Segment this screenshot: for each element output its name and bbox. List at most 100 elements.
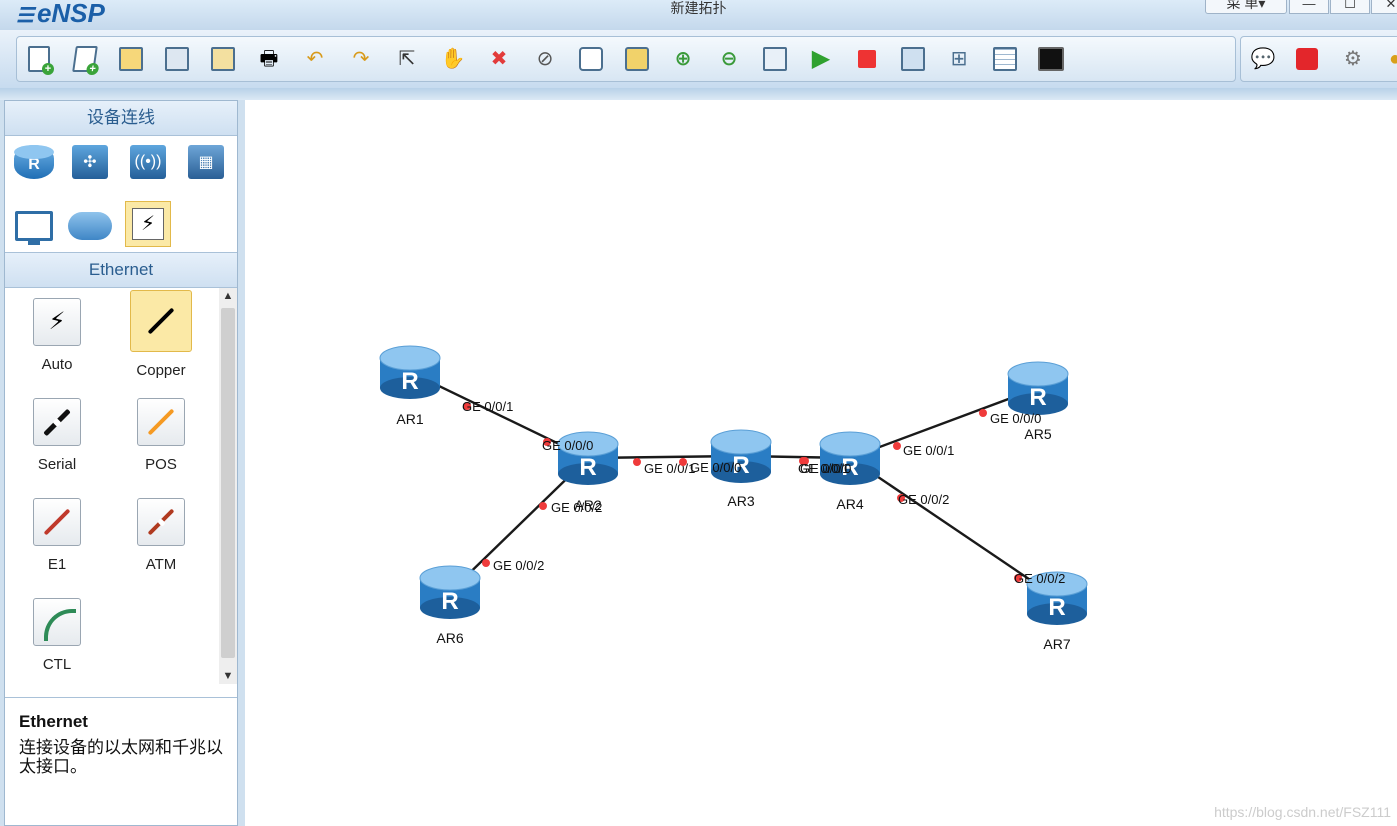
huawei-logo-icon[interactable] (1293, 45, 1321, 73)
port-dot (979, 409, 987, 417)
cable-label: Auto (41, 356, 73, 373)
new-topology-icon[interactable]: + (25, 45, 54, 75)
print-icon[interactable]: 🖶 (259, 48, 279, 70)
port-label-AR2: GE 0/0/2 (551, 500, 602, 515)
port-label-AR4: GE 0/0/0 (800, 461, 851, 476)
text-note-icon[interactable] (577, 45, 605, 73)
chat-icon[interactable]: 💬 (1250, 48, 1276, 70)
cable-label: E1 (47, 556, 67, 573)
open-icon[interactable] (117, 45, 145, 73)
cable-ctl[interactable]: CTL (5, 598, 109, 673)
ethernet-section-header: Ethernet (5, 252, 237, 288)
node-label-AR4: AR4 (836, 496, 863, 512)
node-label-AR2: AR2 (574, 497, 601, 513)
save-as-icon[interactable] (209, 45, 237, 73)
cable-pos[interactable]: POS (109, 398, 213, 473)
cable-auto[interactable]: ⚡ Auto (5, 298, 109, 373)
maximize-icon[interactable]: ☐ (1330, 0, 1370, 14)
toolbar: + + 🖶 ↶ ↷ ⇱ ✋ ✖ ⊘ ⊕ ⊖ ▶ ⊞ 💬 ⚙ ● (0, 30, 1397, 88)
cable-serial[interactable]: Serial (5, 398, 109, 473)
wlan-device-icon[interactable]: ((•)) (125, 141, 171, 183)
router-glyph-icon: R (732, 452, 749, 479)
router-AR4[interactable]: R (819, 431, 881, 485)
cable-atm[interactable]: ATM (109, 498, 213, 573)
port-dot (897, 494, 905, 502)
undo-icon[interactable]: ↶ (306, 48, 324, 70)
new-example-icon[interactable]: + (71, 45, 100, 75)
help-icon[interactable]: ● (1388, 48, 1397, 70)
stop-device-icon[interactable] (853, 45, 881, 73)
firewall-device-icon[interactable]: ▦ (183, 141, 229, 183)
screenshot-icon[interactable] (1037, 45, 1065, 73)
scroll-up-icon[interactable]: ▲ (222, 290, 234, 302)
scroll-thumb[interactable] (221, 308, 235, 658)
port-label-AR1: GE 0/0/1 (462, 399, 513, 414)
port-dot (543, 438, 551, 446)
router-glyph-icon: R (441, 588, 458, 615)
close-window-icon[interactable]: ✕ (1371, 0, 1397, 14)
cable-label: Copper (136, 362, 186, 379)
port-label-AR3: GE 0/0/1 (798, 461, 849, 476)
right-toolbar-group: 💬 ⚙ ● (1240, 36, 1397, 82)
router-AR6[interactable]: R (419, 565, 481, 619)
hand-pan-icon[interactable]: ✋ (440, 48, 466, 70)
redo-icon[interactable]: ↷ (352, 48, 370, 70)
zoom-out-icon[interactable]: ⊖ (720, 48, 738, 70)
toolbar-divider (0, 88, 1397, 100)
port-dot (482, 559, 490, 567)
port-dot (463, 402, 471, 410)
capture-icon[interactable] (899, 45, 927, 73)
start-device-icon[interactable]: ▶ (811, 45, 831, 72)
link-AR4-AR5[interactable] (849, 386, 1039, 460)
cable-label: CTL (42, 656, 72, 673)
connection-device-icon[interactable]: ⚡ (125, 201, 171, 247)
router-AR7[interactable]: R (1026, 571, 1088, 625)
router-glyph-icon: R (1029, 384, 1046, 411)
menu-button[interactable]: 菜 单▾ (1205, 0, 1287, 14)
port-dot (1014, 574, 1022, 582)
router-device-icon[interactable]: R (11, 141, 57, 183)
save-icon[interactable] (163, 45, 191, 73)
port-dot (633, 458, 641, 466)
cloud-device-icon[interactable] (67, 205, 113, 247)
port-label-AR7: GE 0/0/2 (1014, 571, 1065, 586)
port-dot (539, 502, 547, 510)
settings-gear-icon[interactable]: ⚙ (1344, 48, 1362, 70)
palette-icon[interactable] (623, 45, 651, 73)
grid-table-icon[interactable] (991, 45, 1019, 73)
node-label-AR5: AR5 (1024, 426, 1051, 442)
delete-link-icon[interactable]: ⊘ (536, 48, 554, 70)
delete-icon[interactable]: ✖ (490, 48, 508, 70)
port-label-AR4: GE 0/0/2 (898, 492, 949, 507)
node-label-AR7: AR7 (1043, 636, 1070, 652)
cable-label: POS (145, 456, 177, 473)
port-label-AR2: GE 0/0/1 (644, 461, 695, 476)
router-glyph-icon: R (401, 368, 418, 395)
select-pointer-icon[interactable]: ⇱ (398, 48, 416, 70)
cable-copper[interactable]: Copper (109, 290, 213, 379)
cable-list-scrollbar[interactable]: ▲ ▼ (219, 288, 237, 684)
device-panel: 设备连线 R ✣ ((•)) ▦ ⚡ Ethernet ⚡ Auto Coppe… (4, 100, 238, 826)
fit-view-icon[interactable] (761, 45, 789, 73)
port-label-AR4: GE 0/0/1 (903, 443, 954, 458)
description-title: Ethernet (19, 712, 88, 731)
scroll-down-icon[interactable]: ▼ (222, 670, 234, 682)
pc-device-icon[interactable] (11, 205, 57, 247)
router-AR3[interactable]: R (710, 429, 772, 483)
topology-tree-icon[interactable]: ⊞ (950, 48, 968, 70)
router-AR2[interactable]: R (557, 431, 619, 485)
router-AR5[interactable]: R (1007, 361, 1069, 415)
node-label-AR1: AR1 (396, 411, 423, 427)
description-box: Ethernet 连接设备的以太网和千兆以太接口。 (5, 697, 237, 826)
title-bar: ☰eNSP 新建拓扑 菜 单▾ — ☐ ✕ (0, 0, 1397, 30)
router-AR1[interactable]: R (379, 345, 441, 399)
minimize-icon[interactable]: — (1289, 0, 1329, 14)
switch-device-icon[interactable]: ✣ (67, 141, 113, 183)
cable-e1[interactable]: E1 (5, 498, 109, 573)
device-section-header: 设备连线 (5, 101, 237, 136)
link-AR4-AR7[interactable] (849, 457, 1058, 599)
zoom-in-icon[interactable]: ⊕ (674, 48, 692, 70)
port-dot (679, 458, 687, 466)
